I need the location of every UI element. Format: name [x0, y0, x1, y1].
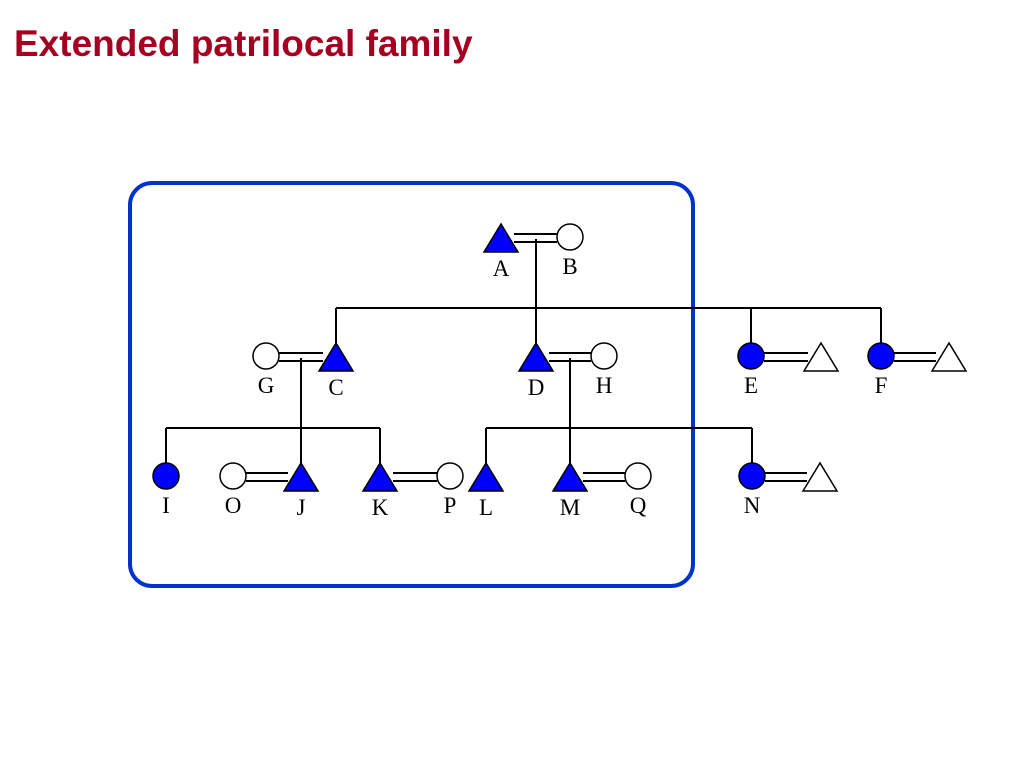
kinship-lines — [165, 233, 936, 482]
male-triangle-icon — [467, 461, 505, 492]
female-circle-icon — [738, 462, 766, 490]
person-label: D — [528, 375, 545, 400]
male-triangle-icon — [802, 341, 840, 372]
female-circle-icon — [152, 462, 180, 490]
person-label: L — [479, 495, 493, 520]
person-label: Q — [630, 493, 647, 518]
person-label: N — [744, 493, 761, 518]
female-circle-icon — [436, 462, 464, 490]
female-circle-icon — [252, 342, 280, 370]
person-label: P — [444, 493, 457, 518]
female-circle-icon — [556, 223, 584, 251]
household-boundary — [128, 181, 695, 588]
male-triangle-icon — [517, 341, 555, 372]
slide-title: Extended patrilocal family — [14, 23, 473, 64]
male-triangle-icon — [282, 461, 320, 492]
person-label: A — [493, 256, 510, 281]
female-circle-icon — [590, 342, 618, 370]
person-label: G — [258, 373, 275, 398]
person-label: K — [372, 495, 389, 520]
male-triangle-icon — [551, 461, 589, 492]
male-triangle-icon — [801, 461, 839, 492]
person-label: M — [560, 495, 580, 520]
person-label: C — [328, 375, 343, 400]
female-circle-icon — [867, 342, 895, 370]
person-label: J — [297, 495, 306, 520]
female-circle-icon — [219, 462, 247, 490]
female-circle-icon — [624, 462, 652, 490]
person-label: O — [225, 493, 242, 518]
person-label: B — [562, 254, 577, 279]
person-label: I — [162, 493, 170, 518]
person-label: E — [744, 373, 758, 398]
male-triangle-icon — [482, 222, 520, 253]
person-label: F — [875, 373, 888, 398]
male-triangle-icon — [317, 341, 355, 372]
person-label: H — [596, 373, 613, 398]
male-triangle-icon — [361, 461, 399, 492]
male-triangle-icon — [930, 341, 968, 372]
female-circle-icon — [737, 342, 765, 370]
